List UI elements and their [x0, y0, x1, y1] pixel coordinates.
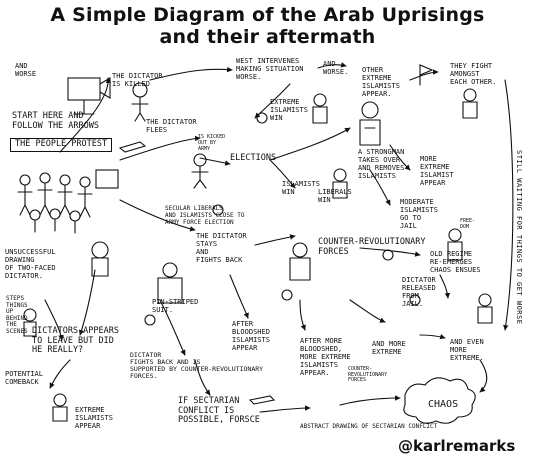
node-secular-liberals: SECULAR LIBERALS AND ISLAMISTS CLOSE TO …: [165, 205, 245, 226]
arrow: [503, 79, 514, 331]
arrow: [317, 62, 347, 69]
node-after-bloodshed: AFTER BLOODSHED ISLAMISTS APPEAR: [232, 320, 270, 352]
node-dictator-released: DICTATOR RELEASED FROM JAIL.: [402, 276, 436, 308]
arrow: [49, 359, 71, 389]
node-freedom-sign: FREE- DOM: [460, 218, 476, 230]
flag-and-plane-sketches: [248, 64, 434, 405]
author-handle: @karlremarks: [398, 437, 516, 455]
node-chaos: CHAOS: [428, 399, 459, 410]
node-dictator-killed: THE DICTATOR IS KILLED: [112, 72, 163, 88]
node-elections: ELECTIONS: [230, 153, 277, 163]
node-dictator-flees: THE DICTATOR FLEES: [146, 118, 197, 134]
arrow: [299, 299, 306, 331]
chaos-cloud: [403, 377, 476, 424]
node-counter-rev: COUNTER-REVOLUTIONARY FORCES: [318, 237, 426, 257]
node-they-fight: THEY FIGHT AMONGST EACH OTHER.: [450, 62, 497, 86]
node-dictator-stays: THE DICTATOR STAYS AND FIGHTS BACK: [196, 232, 247, 264]
dictator-released-figure: [447, 228, 463, 261]
node-more-extreme-1: MORE EXTREME ISLAMIST APPEAR: [420, 155, 454, 187]
node-start-here: START HERE AND FOLLOW THE ARROWS: [12, 111, 99, 131]
node-abstract-drawing: ABSTRACT DRAWING OF SECTARIAN CONFLICT: [300, 423, 438, 430]
arrow: [199, 157, 231, 166]
node-dictator-flees-note: IS KICKED OUT BY ARMY: [198, 134, 226, 152]
node-and-more-extreme: AND MORE EXTREME: [372, 340, 406, 356]
arrow: [229, 274, 249, 319]
arrow: [78, 269, 96, 336]
arrow: [359, 247, 421, 257]
node-still-waiting: STILL WAITING FOR THINGS TO GET WORSE: [515, 150, 523, 325]
node-other-extreme: OTHER EXTREME ISLAMISTS APPEAR.: [362, 66, 400, 98]
money-bag-sketches: [144, 112, 421, 326]
arrow: [439, 274, 451, 299]
node-extreme-islamists-2: EXTREME ISLAMISTS APPEAR: [75, 406, 113, 430]
node-people-protest: THE PEOPLE PROTEST: [10, 138, 113, 152]
node-strongman: A STRONGMAN TAKES OVER AND REMOVES ISLAM…: [358, 148, 405, 180]
node-west-intervenes: WEST INTERVENES MAKING SITUATION WORSE.: [236, 57, 304, 81]
arrow: [259, 405, 311, 413]
arrow: [409, 69, 439, 81]
node-moderate-jail: MODERATE ISLAMISTS GO TO JAIL: [400, 198, 438, 230]
arrow: [339, 395, 401, 406]
arrow: [119, 199, 196, 232]
arrow: [269, 159, 296, 189]
arrow: [419, 333, 446, 340]
arrow: [349, 299, 386, 323]
strongman-figure: [359, 101, 381, 146]
arrow: [44, 299, 64, 341]
two-faced-dictator-figure: [91, 241, 109, 277]
node-old-regime: OLD REGIME RE-EMERGES CHAOS ENSUES: [430, 250, 481, 274]
node-islamists-win: ISLAMISTS WIN: [282, 180, 320, 196]
counter-rev-figure: [289, 242, 311, 281]
node-unsuccessful: UNSUCCESSFUL DRAWING OF TWO-FACED DICTAT…: [5, 248, 56, 280]
arrow: [389, 144, 411, 171]
arrow: [479, 359, 488, 393]
dictator-figure-flees: [118, 141, 209, 189]
arrow: [194, 359, 211, 396]
arrow: [369, 169, 391, 206]
dictator-appears-figure: [23, 308, 37, 337]
arrow: [159, 299, 186, 356]
node-after-more: AFTER MORE BLOODSHED, MORE EXTREME ISLAM…: [300, 337, 351, 377]
node-sectarian: IF SECTARIAN CONFLICT IS POSSIBLE, FORSC…: [178, 396, 260, 425]
node-dictator-appears: DICTATORS APPEARS TO LEAVE BUT DID HE RE…: [32, 326, 119, 355]
node-extreme-islamists-1: EXTREME ISLAMISTS WIN: [270, 98, 308, 122]
extreme-islamist-figure: [52, 88, 493, 422]
node-potential-comeback: POTENTIAL COMEBACK: [5, 370, 43, 386]
dictator-figure-killed: [131, 82, 149, 122]
node-and-worse-2: AND WORSE.: [323, 60, 349, 76]
protest-crowd-sketch: [17, 169, 119, 234]
node-counter-rev-small: COUNTER- REVOLUTIONARY FORCES: [348, 366, 388, 383]
node-pinstriped: PIN-STRIPED SUIT.: [152, 298, 199, 314]
node-steps-things-up: STEPS THINGS UP BEHIND THE SCENES: [6, 295, 28, 335]
arrow: [269, 127, 351, 161]
arrow: [149, 66, 233, 81]
dictator-stays-figure: [157, 262, 183, 304]
node-dictator-fights-back: DICTATOR FIGHTS BACK AND IS SUPPORTED BY…: [130, 351, 264, 380]
node-liberals-win: LIBERALS WIN: [318, 188, 352, 204]
camera-sketch: [67, 77, 111, 115]
title-line-2: and their aftermath: [159, 26, 376, 48]
title-line-1: A Simple Diagram of the Arab Uprisings: [50, 4, 485, 26]
arrow: [119, 135, 201, 161]
node-and-even-more: AND EVEN MORE EXTREME.: [450, 338, 484, 362]
arrow: [254, 234, 296, 246]
node-and-worse-1: AND WORSE: [15, 62, 37, 78]
arrow: [59, 77, 112, 153]
